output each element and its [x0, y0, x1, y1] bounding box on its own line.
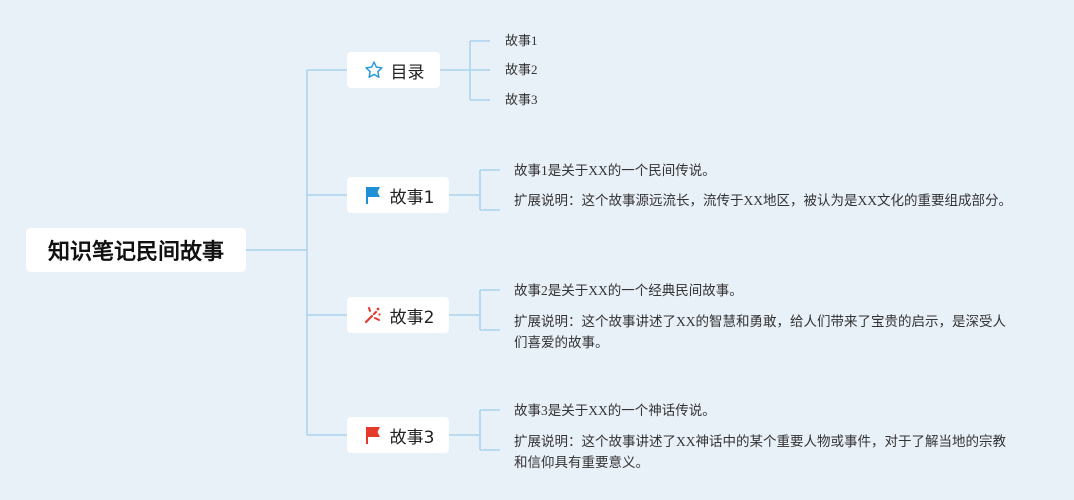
- blue-flag-icon: [362, 184, 384, 206]
- red-flag-icon: [362, 424, 384, 446]
- story-3-summary[interactable]: 故事3是关于XX的一个神话传说。: [514, 403, 716, 418]
- toc-item[interactable]: 故事1: [505, 33, 538, 48]
- story-3-detail[interactable]: 扩展说明：这个故事讲述了XX神话中的某个重要人物或事件，对于了解当地的宗教和信仰…: [514, 434, 1006, 470]
- branch-story-2[interactable]: 故事2: [347, 297, 449, 333]
- branch-label: 故事2: [389, 307, 435, 328]
- red-fireworks-icon: [362, 304, 384, 326]
- story-2-summary[interactable]: 故事2是关于XX的一个经典民间故事。: [514, 283, 743, 298]
- branch-label: 目录: [390, 62, 425, 83]
- toc-item[interactable]: 故事3: [505, 92, 538, 107]
- branch-label: 故事3: [389, 427, 435, 448]
- branch-label: 故事1: [389, 187, 435, 208]
- story-2-detail[interactable]: 扩展说明：这个故事讲述了XX的智慧和勇敢，给人们带来了宝贵的启示，是深受人们喜爱…: [514, 314, 1006, 350]
- story-1-detail[interactable]: 扩展说明：这个故事源远流长，流传于XX地区，被认为是XX文化的重要组成部分。: [514, 193, 1012, 208]
- star-outline-icon: [363, 59, 385, 81]
- root-title: 知识笔记民间故事: [47, 240, 224, 265]
- root-topic[interactable]: 知识笔记民间故事: [26, 228, 246, 272]
- toc-item[interactable]: 故事2: [505, 62, 538, 77]
- branch-toc[interactable]: 目录: [347, 52, 440, 88]
- story-1-summary[interactable]: 故事1是关于XX的一个民间传说。: [514, 163, 716, 178]
- branch-story-3[interactable]: 故事3: [347, 417, 449, 453]
- branch-story-1[interactable]: 故事1: [347, 177, 449, 213]
